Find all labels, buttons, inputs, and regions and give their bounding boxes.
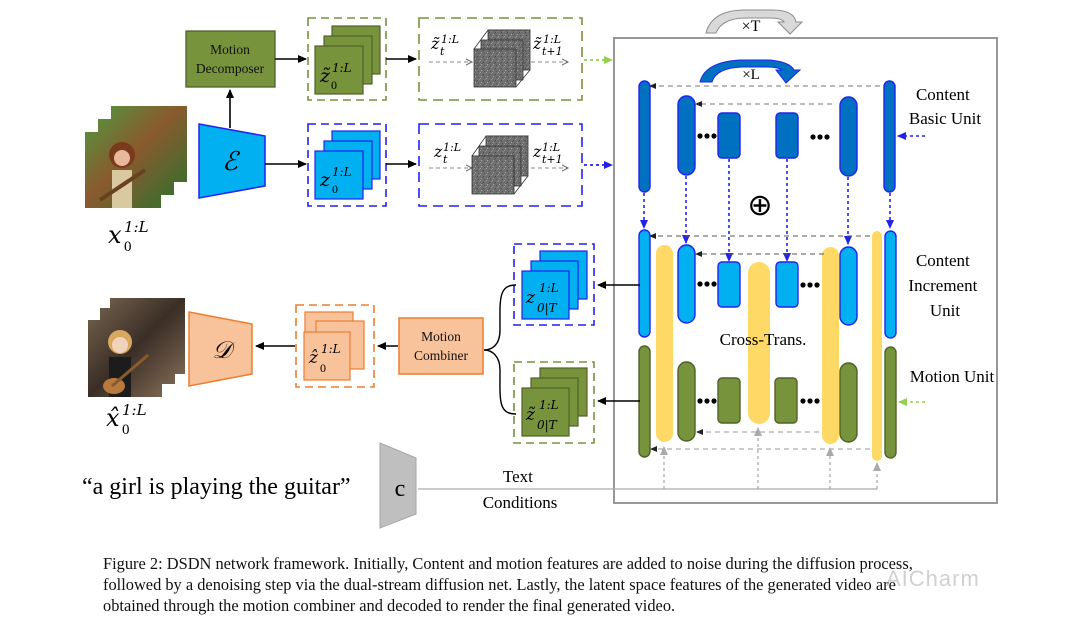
svg-text:Combiner: Combiner	[414, 348, 468, 363]
svg-text:0: 0	[124, 239, 132, 255]
svg-text:×L: ×L	[742, 67, 760, 83]
svg-text:ẑ: ẑ	[308, 348, 319, 368]
svg-text:x̂: x̂	[106, 404, 120, 432]
svg-text:z: z	[319, 169, 331, 191]
cross-transformer-bars	[656, 231, 882, 461]
text-encoder-block	[379, 442, 417, 529]
motion-noise-box: z̃ t 1:L z̃ t+1 1:L	[418, 17, 583, 101]
svg-text:Motion: Motion	[421, 329, 461, 344]
svg-text:z: z	[433, 142, 443, 161]
dsdn-framework-diagram: x 0 1:L ℰ Motion Decomposer z̃ 0 1:L z̃ …	[82, 9, 998, 529]
svg-text:1:L: 1:L	[321, 342, 341, 356]
content-basic-unit-row	[638, 80, 925, 193]
svg-text:1:L: 1:L	[543, 33, 561, 46]
svg-text:x: x	[108, 221, 122, 249]
svg-text:1:L: 1:L	[122, 401, 147, 419]
basic-to-increment-connections	[640, 159, 894, 262]
svg-text:0: 0	[332, 182, 338, 196]
svg-text:Decomposer: Decomposer	[196, 61, 265, 76]
motion-unit-row	[638, 345, 925, 459]
decoder-block	[188, 311, 253, 387]
watermark: AICharm	[886, 566, 980, 591]
text-prompt: “a girl is playing the guitar”	[82, 474, 351, 500]
svg-text:z: z	[532, 142, 542, 161]
svg-text:1:L: 1:L	[539, 281, 559, 295]
content-increment-unit-row	[638, 229, 897, 339]
denoised-motion-latent-stack: z̃ 0|T 1:L	[513, 361, 595, 444]
svg-text:z: z	[525, 288, 536, 308]
svg-text:Motion: Motion	[210, 42, 250, 57]
figure-caption: Figure 2: DSDN network framework. Initia…	[103, 553, 1063, 616]
svg-text:1:L: 1:L	[124, 218, 149, 236]
content-basic-unit-label: Content Basic Unit	[909, 85, 982, 128]
svg-text:t+1: t+1	[542, 153, 563, 166]
combined-latent-stack: ẑ 0 1:L	[295, 304, 375, 388]
encoder-block	[198, 123, 266, 199]
svg-text:t+1: t+1	[542, 45, 563, 58]
content-latent-stack: z 0 1:L	[307, 123, 387, 207]
content-noise-box: z t 1:L z t+1 1:L	[418, 123, 583, 207]
add-operator-symbol: ⊕	[747, 188, 772, 223]
svg-text:1:L: 1:L	[539, 398, 559, 412]
svg-text:0: 0	[122, 422, 130, 438]
timestep-loop-arrow: ×T	[705, 9, 804, 35]
caption-line-2: followed by a denoising step via the dua…	[103, 575, 896, 594]
svg-text:z̃: z̃	[532, 34, 542, 53]
content-increment-unit-label: Content Increment Unit	[908, 251, 981, 320]
cross-trans-label: Cross-Trans.	[720, 330, 807, 349]
denoised-content-latent-stack: z 0|T 1:L	[513, 243, 595, 326]
svg-text:1:L: 1:L	[443, 141, 461, 154]
output-video-label: x̂ 0 1:L	[106, 401, 147, 438]
input-video-frames	[85, 106, 187, 208]
dual-stream-diffusion-net-frame	[613, 37, 998, 504]
caption-line-3: obtained through the motion combiner and…	[103, 596, 676, 615]
svg-text:1:L: 1:L	[332, 61, 352, 75]
svg-text:0|T: 0|T	[537, 418, 558, 432]
svg-text:×T: ×T	[742, 18, 761, 35]
svg-text:z̃: z̃	[319, 65, 331, 87]
caption-line-1: Figure 2: DSDN network framework. Initia…	[103, 554, 913, 573]
svg-text:z̃: z̃	[430, 34, 440, 53]
layer-loop-arrow: ×L	[699, 59, 802, 84]
text-condition-lines	[418, 427, 881, 490]
svg-text:t: t	[440, 45, 445, 58]
motion-latent-stack: z̃ 0 1:L	[307, 17, 387, 101]
input-video-label: x 0 1:L	[108, 218, 149, 255]
text-conditions-label: Text Conditions	[483, 467, 558, 512]
svg-text:1:L: 1:L	[441, 33, 459, 46]
svg-text:1:L: 1:L	[542, 141, 560, 154]
motion-combiner-block: Motion Combiner	[398, 317, 484, 375]
svg-text:0: 0	[331, 78, 337, 92]
encoder-symbol: ℰ	[222, 147, 240, 177]
svg-text:t: t	[443, 153, 448, 166]
svg-text:z̃: z̃	[525, 405, 536, 425]
svg-text:0|T: 0|T	[537, 301, 558, 315]
output-video-frames	[88, 298, 185, 397]
svg-text:0: 0	[320, 361, 326, 375]
motion-decomposer-block: Motion Decomposer	[185, 30, 276, 88]
svg-text:1:L: 1:L	[332, 165, 352, 179]
motion-unit-label: Motion Unit	[910, 367, 995, 386]
brace-connector	[483, 284, 517, 415]
text-encoder-symbol: c	[395, 476, 406, 502]
